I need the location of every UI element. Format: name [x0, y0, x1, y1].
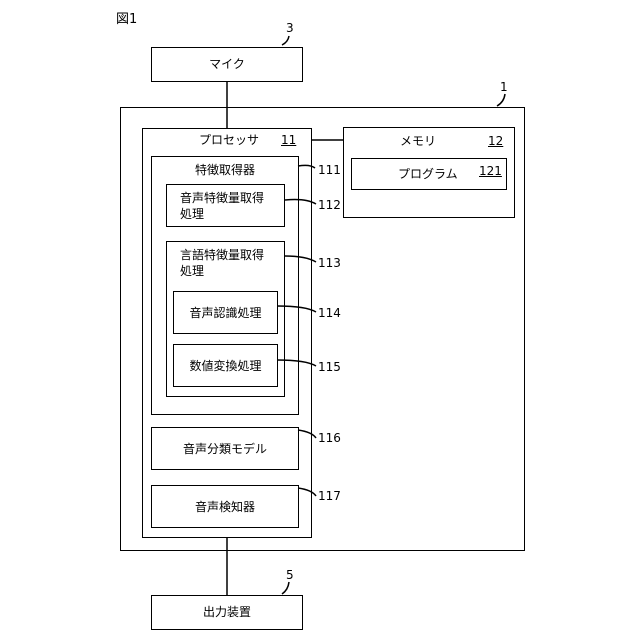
speech-recognition-box: 音声認識処理	[173, 291, 278, 334]
leader-1	[497, 94, 505, 106]
voice-detector-box: 音声検知器	[151, 485, 299, 528]
memory-label: メモリ	[400, 134, 436, 148]
processor-ref: 11	[281, 133, 296, 147]
leader-5	[282, 582, 289, 594]
acoustic-feature-line1: 音声特徴量取得	[180, 191, 264, 205]
ref-114: 114	[318, 306, 341, 320]
classification-model-box: 音声分類モデル	[151, 427, 299, 470]
voice-detector-label: 音声検知器	[152, 500, 298, 514]
ref-116: 116	[318, 431, 341, 445]
ref-1: 1	[500, 80, 508, 94]
processor-label: プロセッサ	[199, 133, 259, 147]
linguistic-feature-line2: 処理	[180, 264, 204, 278]
ref-5: 5	[286, 568, 294, 582]
microphone-label: マイク	[152, 57, 302, 71]
ref-3: 3	[286, 21, 294, 35]
numeric-conversion-label: 数値変換処理	[174, 359, 277, 373]
figure-label: 図1	[116, 13, 137, 27]
ref-111: 111	[318, 163, 341, 177]
acoustic-feature-line2: 処理	[180, 207, 204, 221]
microphone-box: マイク	[151, 47, 303, 82]
numeric-conversion-box: 数値変換処理	[173, 344, 278, 387]
program-label: プログラム	[398, 167, 458, 181]
ref-113: 113	[318, 256, 341, 270]
output-device-label: 出力装置	[152, 605, 302, 619]
ref-112: 112	[318, 198, 341, 212]
leader-3	[282, 36, 289, 45]
speech-recognition-label: 音声認識処理	[174, 306, 277, 320]
feature-acquirer-label: 特徴取得器	[152, 163, 298, 177]
ref-117: 117	[318, 489, 341, 503]
ref-115: 115	[318, 360, 341, 374]
acoustic-feature-box: 音声特徴量取得 処理	[166, 184, 285, 227]
memory-ref: 12	[488, 134, 503, 148]
program-box: プログラム 121	[351, 158, 507, 190]
output-device-box: 出力装置	[151, 595, 303, 630]
classification-model-label: 音声分類モデル	[152, 442, 298, 456]
program-ref: 121	[479, 164, 502, 178]
linguistic-feature-line1: 言語特徴量取得	[180, 248, 264, 262]
